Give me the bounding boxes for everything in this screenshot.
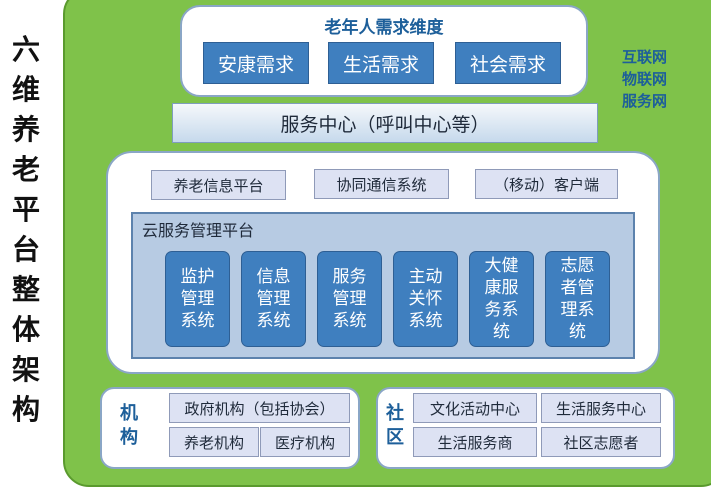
demand-item-health: 安康需求 — [203, 42, 309, 84]
network-service: 服务网 — [622, 92, 668, 110]
platform-info: 养老信息平台 — [151, 170, 286, 200]
system-care: 主动关怀系统 — [393, 251, 458, 347]
network-list: 互联网 物联网 服务网 — [622, 46, 694, 112]
demand-title: 老年人需求维度 — [324, 18, 444, 38]
network-iot: 物联网 — [622, 70, 668, 88]
side-title-char: 体 — [11, 313, 40, 346]
community-life-service-center: 生活服务中心 — [541, 393, 661, 423]
side-title-char: 维 — [11, 73, 40, 106]
system-volunteer: 志愿者管理系统 — [545, 251, 610, 347]
institution-label-char: 构 — [120, 427, 138, 448]
system-label: 服务管理系统 — [332, 267, 367, 331]
side-title-char: 六 — [11, 33, 40, 66]
side-title-char: 台 — [11, 233, 40, 266]
system-service: 服务管理系统 — [317, 251, 382, 347]
side-title-char: 整 — [11, 273, 40, 306]
side-title: 六 维 养 老 平 台 整 体 架 构 — [6, 30, 46, 430]
service-center: 服务中心（呼叫中心等） — [172, 103, 598, 143]
institution-government: 政府机构（包括协会） — [169, 393, 350, 423]
system-health: 大健康服务系统 — [469, 251, 534, 347]
side-title-char: 平 — [11, 193, 40, 226]
side-title-char: 老 — [11, 153, 40, 186]
institution-label: 机 构 — [118, 402, 140, 450]
community-label-char: 社 — [386, 403, 404, 424]
system-label: 信息管理系统 — [256, 267, 291, 331]
institution-elderly-care: 养老机构 — [169, 427, 259, 457]
system-info: 信息管理系统 — [241, 251, 306, 347]
community-volunteer: 社区志愿者 — [541, 427, 661, 457]
cloud-platform: 云服务管理平台 监护管理系统 信息管理系统 服务管理系统 主动关怀系统 大健康服… — [131, 212, 635, 359]
community-label-char: 区 — [386, 427, 404, 448]
side-title-char: 架 — [11, 353, 40, 386]
community-label: 社 区 — [384, 402, 406, 450]
institution-medical: 医疗机构 — [260, 427, 350, 457]
side-title-char: 养 — [11, 113, 40, 146]
platform-comm: 协同通信系统 — [314, 169, 449, 199]
side-title-char: 构 — [11, 393, 40, 426]
institution-label-char: 机 — [120, 403, 138, 424]
community-culture-center: 文化活动中心 — [413, 393, 537, 423]
system-label: 主动关怀系统 — [408, 267, 443, 331]
platform-client: （移动）客户端 — [475, 169, 618, 199]
system-monitor: 监护管理系统 — [165, 251, 230, 347]
system-label: 志愿者管理系统 — [560, 256, 595, 342]
demand-item-social: 社会需求 — [455, 42, 561, 84]
system-label: 监护管理系统 — [180, 267, 215, 331]
demand-item-life: 生活需求 — [328, 42, 434, 84]
community-life-service-provider: 生活服务商 — [413, 427, 537, 457]
network-internet: 互联网 — [622, 48, 668, 66]
cloud-title: 云服务管理平台 — [142, 221, 255, 240]
system-label: 大健康服务系统 — [484, 256, 519, 342]
